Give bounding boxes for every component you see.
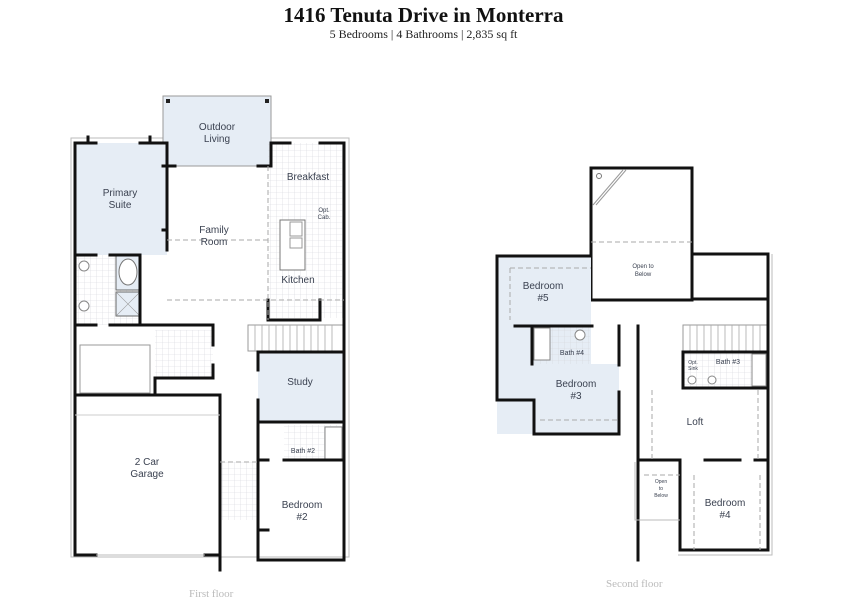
label-opt-sink: Opt. bbox=[688, 360, 697, 366]
page-subtitle: 5 Bedrooms | 4 Bathrooms | 2,835 sq ft bbox=[329, 27, 518, 41]
svg-text:Bedroom#5: Bedroom#5 bbox=[523, 281, 564, 304]
label-family-room: Family bbox=[199, 225, 228, 236]
label-bedroom-4: Bedroom bbox=[705, 498, 746, 509]
stairs-first-floor bbox=[247, 324, 344, 352]
svg-text:Bedroom#4: Bedroom#4 bbox=[705, 498, 746, 521]
label-garage: 2 Car bbox=[135, 457, 160, 468]
label-opt-cab: Opt. bbox=[318, 208, 330, 214]
label-study: Study bbox=[287, 377, 313, 388]
label-outdoor-living: Outdoor bbox=[199, 122, 236, 133]
stairs-second-floor bbox=[682, 324, 769, 352]
label-bedroom-5: Bedroom bbox=[523, 281, 564, 292]
svg-text:Opt.Cab.: Opt.Cab. bbox=[318, 208, 331, 221]
room-outdoor-living bbox=[162, 95, 272, 167]
first-floor-caption: First floor bbox=[189, 588, 234, 600]
label-breakfast: Breakfast bbox=[287, 172, 329, 183]
header: 1416 Tenuta Drive in Monterra 5 Bedrooms… bbox=[0, 0, 847, 41]
label-open-to-below-small: Open bbox=[655, 479, 667, 485]
label-bedroom-3: Bedroom bbox=[556, 379, 597, 390]
label-bath-2: Bath #2 bbox=[291, 448, 315, 455]
svg-text:Opt.Sink: Opt.Sink bbox=[688, 360, 698, 372]
label-open-to-below: Open to bbox=[632, 264, 654, 270]
page-title: 1416 Tenuta Drive in Monterra bbox=[283, 3, 564, 27]
room-study bbox=[258, 352, 344, 422]
label-kitchen: Kitchen bbox=[281, 275, 314, 286]
label-loft: Loft bbox=[687, 417, 704, 428]
second-floor-caption: Second floor bbox=[606, 578, 663, 590]
label-bath-3: Bath #3 bbox=[716, 359, 740, 366]
label-bath-4: Bath #4 bbox=[560, 350, 584, 357]
room-primary-suite bbox=[75, 143, 167, 255]
svg-text:Bedroom#3: Bedroom#3 bbox=[556, 379, 597, 402]
label-bedroom-2: Bedroom bbox=[282, 500, 323, 511]
label-primary-suite: Primary bbox=[103, 188, 137, 199]
svg-text:Bedroom#2: Bedroom#2 bbox=[282, 500, 323, 523]
